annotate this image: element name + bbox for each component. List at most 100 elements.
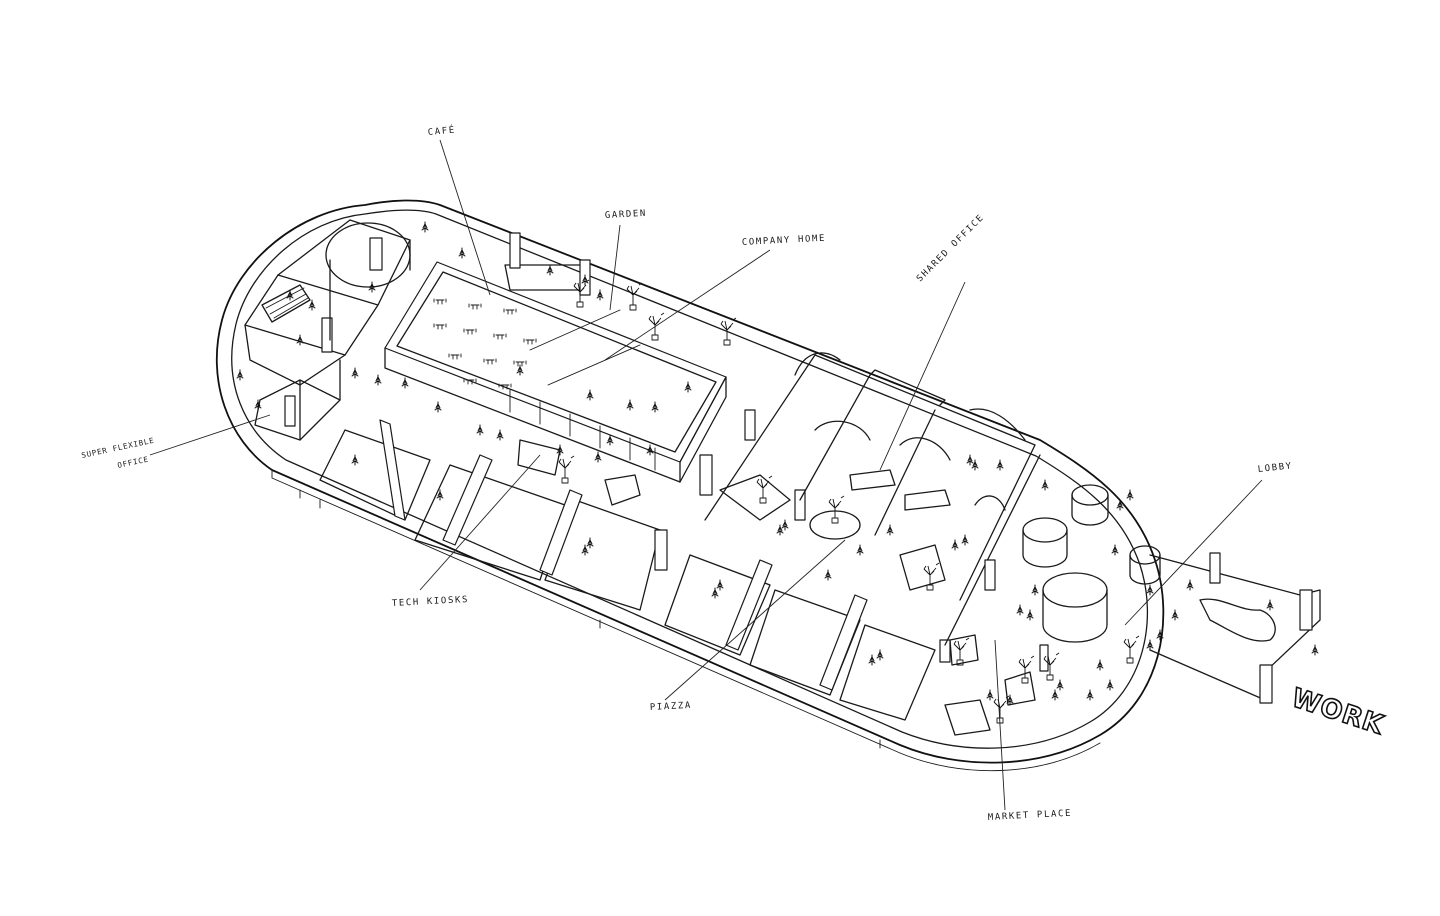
person-figure <box>351 367 359 379</box>
person-figure <box>1111 544 1119 556</box>
shared-office-area <box>704 352 1036 601</box>
piazza-area <box>664 454 951 721</box>
label-super-flexible-office-line2: OFFICE <box>117 455 150 470</box>
person-figure <box>436 489 444 501</box>
person-figure <box>368 281 376 293</box>
person-figure <box>626 399 634 411</box>
person-figure <box>646 444 654 456</box>
person-figure <box>1086 689 1094 701</box>
label-lobby: LOBBY <box>1257 461 1293 475</box>
person-figure <box>401 377 409 389</box>
cafe-table <box>503 308 517 315</box>
tree-icon <box>993 695 1010 724</box>
person-figure <box>961 534 969 546</box>
cafe-table <box>468 303 482 310</box>
person-figure <box>684 381 692 393</box>
person-figure <box>586 537 594 549</box>
person-figure <box>351 454 359 466</box>
person-figure <box>516 364 524 376</box>
label-shared-office: SHARED OFFICE <box>915 213 987 285</box>
cafe-table <box>498 383 512 390</box>
person-figure <box>1006 694 1014 706</box>
person-figure <box>1116 499 1124 511</box>
person-figure <box>1106 679 1114 691</box>
person-figure <box>1266 599 1274 611</box>
person-figure <box>476 424 484 436</box>
tech-kiosks-area <box>319 419 668 611</box>
person-figure <box>308 299 316 311</box>
person-figure <box>1126 489 1134 501</box>
person-figure <box>1171 609 1179 621</box>
person-figure <box>1026 609 1034 621</box>
person-figure <box>1096 659 1104 671</box>
person-figure <box>781 519 789 531</box>
label-cafe: CAFÉ <box>427 124 456 138</box>
person-figure <box>374 374 382 386</box>
person-figure <box>1156 629 1164 641</box>
tree-icon <box>828 495 845 524</box>
company-home-enclosure <box>384 232 727 483</box>
person-figure <box>986 689 994 701</box>
person-figure <box>1186 579 1194 591</box>
lobby-entrance-walkway <box>1149 552 1321 704</box>
person-figure <box>1051 689 1059 701</box>
person-figure <box>1146 639 1154 651</box>
label-company-home: COMPANY HOME <box>742 234 827 248</box>
person-figure <box>996 459 1004 471</box>
market-place-area <box>944 454 1049 736</box>
person-figure <box>421 221 429 233</box>
cafe-table <box>448 353 462 360</box>
person-figure <box>581 274 589 286</box>
lobby-pods <box>1022 484 1161 643</box>
tree-icon <box>626 282 643 311</box>
tree-icon <box>923 562 940 591</box>
person-figure <box>886 524 894 536</box>
person-figure <box>254 399 262 411</box>
person-figure <box>546 264 554 276</box>
label-market-place: MARKET PLACE <box>988 809 1073 823</box>
label-piazza: PIAZZA <box>650 701 693 713</box>
person-figure <box>1056 679 1064 691</box>
person-figure <box>594 451 602 463</box>
people-figures <box>236 221 1319 706</box>
person-figure <box>876 649 884 661</box>
tree-icon <box>1018 655 1035 684</box>
tree-icon <box>953 637 970 666</box>
person-figure <box>868 654 876 666</box>
tree-icon <box>573 279 590 308</box>
person-figure <box>966 454 974 466</box>
tree-icon <box>558 455 575 484</box>
label-tech-kiosks: TECH KIOSKS <box>392 595 470 609</box>
tree-icon <box>648 312 665 341</box>
work-sign: WORK <box>1288 683 1388 741</box>
cafe-table <box>483 358 497 365</box>
person-figure <box>434 401 442 413</box>
person-figure <box>1041 479 1049 491</box>
zone-labels: CAFÉ GARDEN COMPANY HOME SHARED OFFICE L… <box>81 124 1389 823</box>
cafe-table <box>433 323 447 330</box>
person-figure <box>581 544 589 556</box>
cafe-table <box>433 298 447 305</box>
person-figure <box>824 569 832 581</box>
person-figure <box>971 459 979 471</box>
person-figure <box>951 539 959 551</box>
person-figure <box>651 401 659 413</box>
person-figure <box>286 289 294 301</box>
person-figure <box>496 429 504 441</box>
tree-icon <box>1123 635 1140 664</box>
person-figure <box>586 389 594 401</box>
person-figure <box>1031 584 1039 596</box>
person-figure <box>556 444 564 456</box>
cafe-table <box>463 378 477 385</box>
person-figure <box>458 247 466 259</box>
person-figure <box>1016 604 1024 616</box>
person-figure <box>1311 644 1319 656</box>
leader-lines <box>149 139 1263 811</box>
person-figure <box>716 579 724 591</box>
cafe-table <box>513 360 527 367</box>
tree-icon <box>1043 652 1060 681</box>
cafe-table <box>463 328 477 335</box>
tree-icon <box>720 317 737 346</box>
